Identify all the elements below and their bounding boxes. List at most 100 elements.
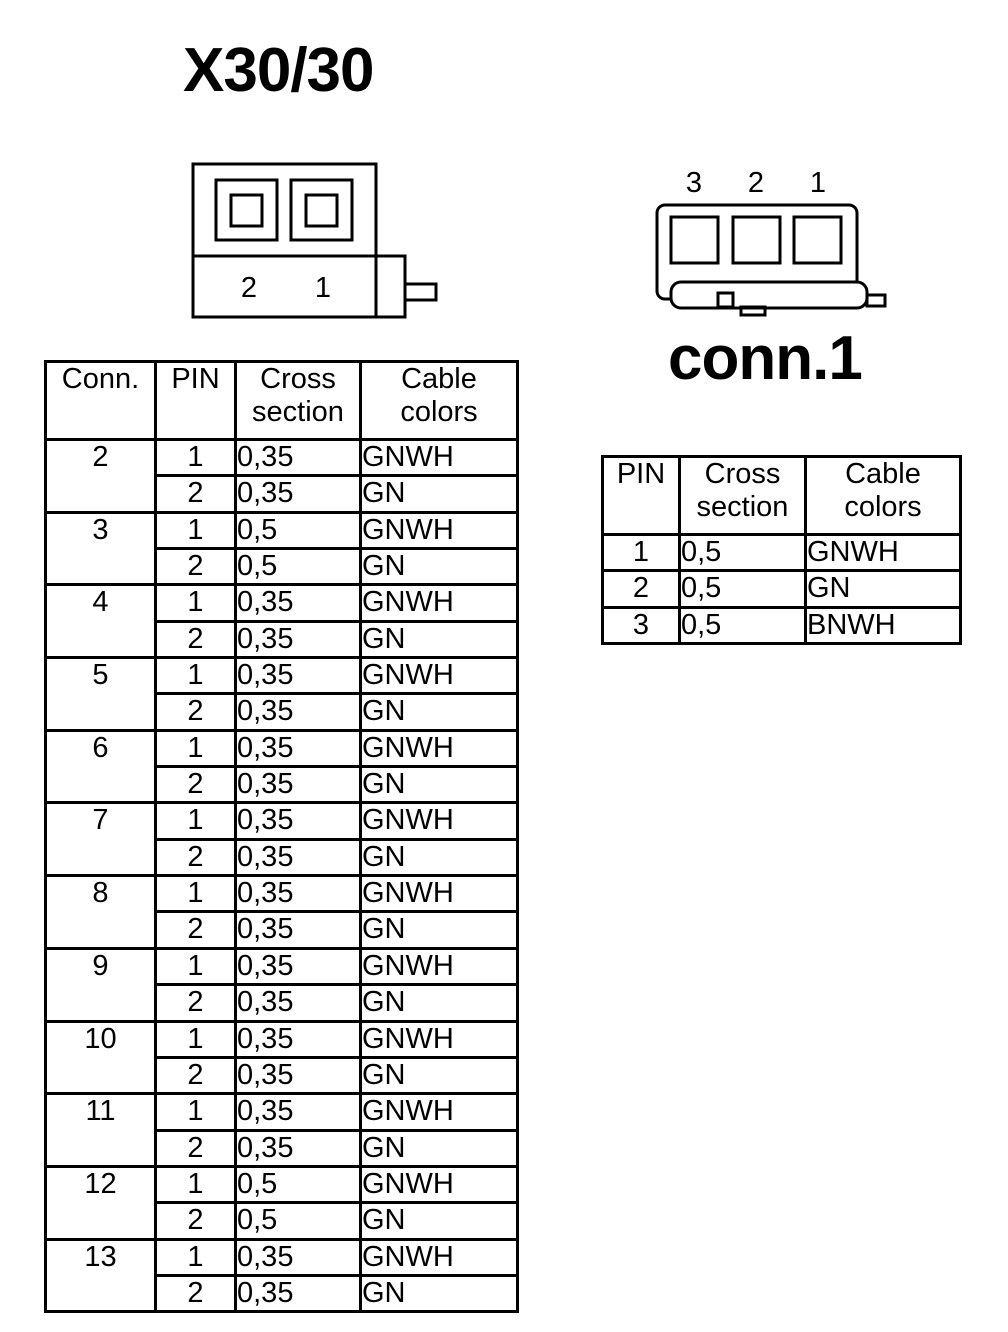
pin-cell: 1: [154, 656, 237, 696]
header-cell: Conn.: [44, 360, 157, 441]
x30-pin-2-label: 2: [241, 272, 257, 304]
cable-color-cell: BNWH: [804, 605, 962, 646]
conn-cell: 7: [44, 801, 157, 878]
pin-cell: 1: [154, 1164, 237, 1205]
pin-cell: 2: [154, 837, 237, 878]
pin-cell: 2: [154, 619, 237, 660]
cross-section-cell: 0,35: [234, 437, 362, 478]
cross-section-cell: 0,35: [234, 474, 362, 514]
cross-section-cell: 0,35: [234, 656, 362, 696]
conn1-connector-drawing: [655, 203, 887, 317]
cable-color-cell: GNWH: [359, 437, 519, 478]
cable-color-cell: GNWH: [804, 532, 962, 573]
cable-color-cell: GN: [359, 474, 519, 514]
cable-color-cell: GNWH: [359, 946, 519, 987]
cross-section-cell: 0,5: [234, 547, 362, 587]
pin-cell: 1: [154, 874, 237, 914]
cross-section-cell: 0,35: [234, 1055, 362, 1096]
cross-section-cell: 0,5: [234, 510, 362, 551]
x30-pin-1-label: 1: [315, 272, 331, 304]
conn-cell: 9: [44, 946, 157, 1023]
cable-color-cell: GN: [804, 569, 962, 609]
cable-color-cell: GNWH: [359, 583, 519, 623]
cable-color-cell: GN: [359, 547, 519, 587]
cable-color-cell: GNWH: [359, 510, 519, 551]
cross-section-cell: 0,35: [234, 946, 362, 987]
conn-cell: 3: [44, 510, 157, 587]
cable-color-cell: GNWH: [359, 1237, 519, 1277]
pin-cell: 1: [154, 1237, 237, 1277]
conn-cell: 8: [44, 874, 157, 950]
conn-cell: 12: [44, 1164, 157, 1241]
cable-color-cell: GNWH: [359, 1164, 519, 1205]
header-cell: PIN: [154, 360, 237, 441]
pin-cell: 2: [154, 1055, 237, 1096]
x30-connector-drawing: [191, 162, 438, 319]
cable-color-cell: GNWH: [359, 656, 519, 696]
cross-section-cell: 0,35: [234, 728, 362, 769]
cable-color-cell: GNWH: [359, 874, 519, 914]
cable-color-cell: GNWH: [359, 1092, 519, 1132]
conn-cell: 2: [44, 438, 157, 514]
pin-cell: 2: [154, 692, 237, 732]
cable-color-cell: GN: [359, 765, 519, 805]
conn1-pin-1-label: 1: [810, 167, 826, 199]
pin-cell: 3: [601, 605, 681, 646]
header-cell: PIN: [601, 455, 681, 536]
cross-section-cell: 0,35: [234, 983, 362, 1023]
cable-color-cell: GN: [359, 837, 519, 878]
pin-cell: 2: [154, 1201, 237, 1241]
cable-color-cell: GN: [359, 1273, 519, 1314]
cable-color-cell: GN: [359, 619, 519, 660]
pin-cell: 2: [154, 765, 237, 805]
cable-color-cell: GN: [359, 1128, 519, 1168]
cross-section-cell: 0,35: [234, 910, 362, 950]
pin-cell: 2: [154, 910, 237, 950]
pin-cell: 2: [154, 983, 237, 1023]
cross-section-cell: 0,5: [234, 1201, 362, 1241]
cross-section-cell: 0,35: [234, 583, 362, 623]
pin-cell: 1: [154, 1019, 237, 1059]
cable-color-cell: GNWH: [359, 1019, 519, 1059]
cross-section-cell: 0,35: [234, 1019, 362, 1059]
cable-color-cell: GN: [359, 692, 519, 732]
conn1-pin-3-label: 3: [686, 167, 702, 199]
cross-section-cell: 0,35: [234, 1128, 362, 1168]
conn1-pin-2-label: 2: [748, 167, 764, 199]
cable-color-cell: GN: [359, 910, 519, 950]
pin-cell: 1: [154, 946, 237, 987]
cross-section-cell: 0,35: [234, 619, 362, 660]
conn-cell: 4: [44, 583, 157, 660]
conn-cell: 10: [44, 1019, 157, 1096]
cross-section-cell: 0,35: [234, 1237, 362, 1277]
conn-cell: 6: [44, 728, 157, 805]
pin-cell: 1: [154, 728, 237, 769]
pin-cell: 1: [154, 801, 237, 841]
pin-cell: 1: [154, 437, 237, 478]
conn-cell: 5: [44, 656, 157, 732]
